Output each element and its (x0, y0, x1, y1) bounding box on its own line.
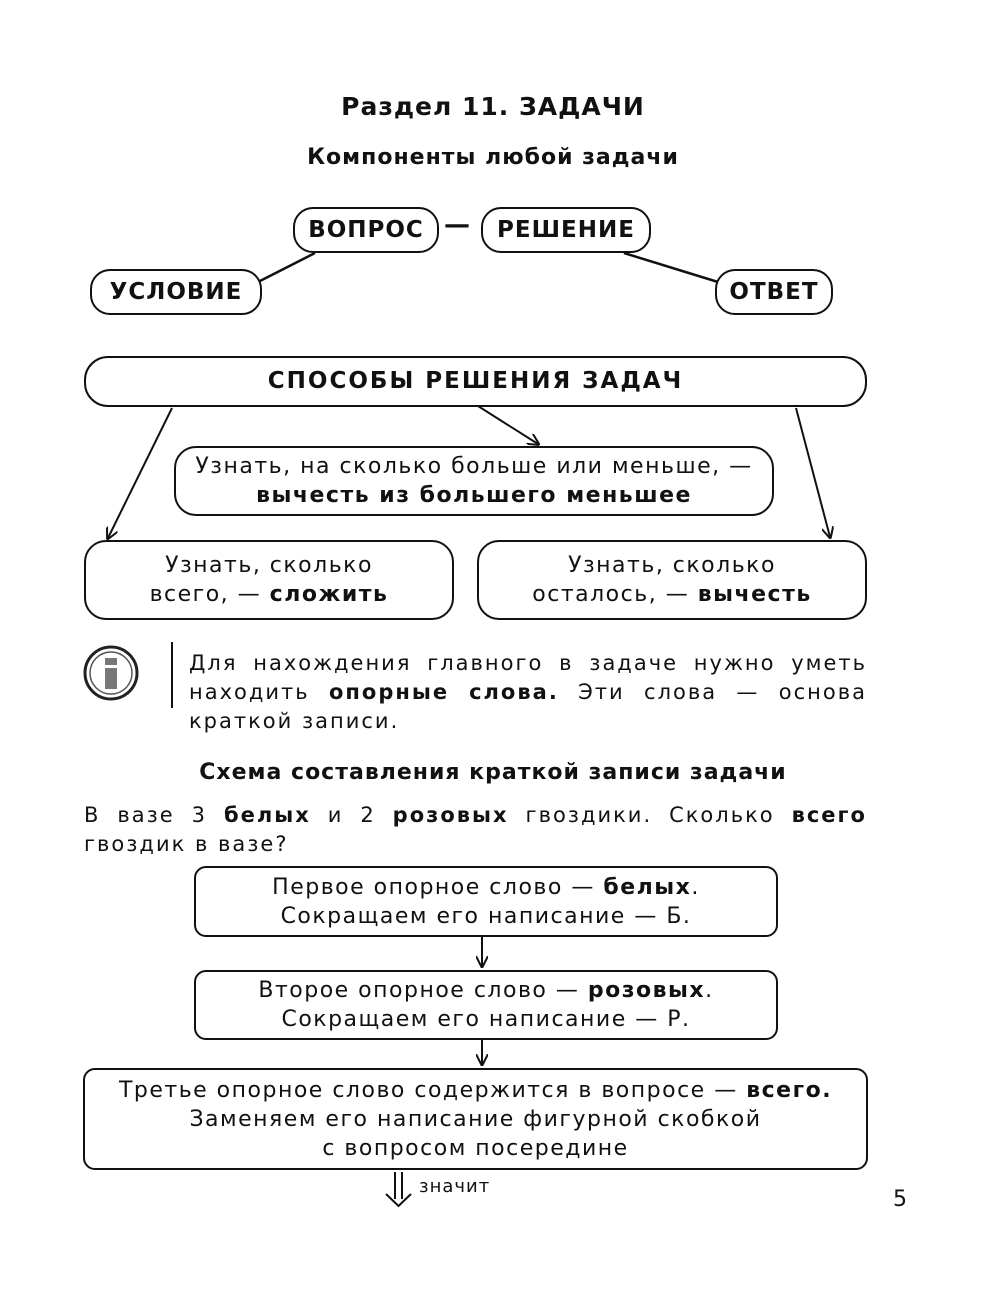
step-2: Второе опорное слово — розовых. Сокращае… (194, 970, 778, 1040)
step-3-bold: всего. (746, 1077, 833, 1103)
step-1: Первое опорное слово — белых. Сокращаем … (194, 866, 778, 937)
method-remaining: Узнать, сколько осталось, — вычесть (477, 540, 867, 620)
step-3: Третье опорное слово содержится в вопрос… (83, 1068, 868, 1170)
component-condition: УСЛОВИЕ (90, 269, 262, 315)
info-text-part1: Для нахождения главного в задаче нужно у… (189, 651, 867, 704)
arrow-to-remaining (795, 407, 830, 537)
arrow-to-total (108, 407, 173, 538)
step-3-line2: Заменяем его написание фигурной скобкой (189, 1106, 762, 1132)
step-2-bold: розовых (587, 978, 706, 1003)
method-total-line2: всего, — (149, 582, 262, 607)
info-text-part2: Эти слова — основа краткой записи. (189, 680, 867, 733)
problem-text-2: и 2 (327, 803, 376, 827)
method-total-line1: Узнать, сколько (165, 553, 373, 578)
step-2-line1: Второе опорное слово — (258, 978, 580, 1003)
method-compare-bold: вычесть из большего меньшее (256, 483, 692, 508)
method-remaining-bold: вычесть (697, 582, 812, 607)
method-compare: Узнать, на сколько больше или меньше, — … (174, 446, 774, 516)
method-remaining-line2: осталось, — (532, 582, 690, 607)
problem-bold-3: всего (791, 803, 867, 827)
double-arrow-icon (385, 1172, 412, 1208)
step-3-line1: Третье опорное слово содержится в вопрос… (118, 1077, 738, 1103)
step-1-bold: белых (603, 874, 692, 900)
step-1-line1: Первое опорное слово — (272, 874, 595, 900)
info-icon (83, 645, 139, 701)
component-solution: РЕШЕНИЕ (481, 207, 651, 253)
arrow-to-compare (477, 405, 538, 444)
section-title: Раздел 11. ЗАДАЧИ (341, 92, 645, 121)
step-1-line2: Сокращаем его написание — Б. (280, 903, 692, 929)
component-dash: — (444, 210, 470, 240)
step-3-line3: с вопросом посередине (322, 1135, 629, 1161)
problem-text-3: гвоздики. Сколько (525, 803, 775, 827)
connector-solution-answer (623, 251, 719, 284)
methods-title: СПОСОБЫ РЕШЕНИЯ ЗАДАЧ (84, 356, 867, 407)
arrow-label: значит (419, 1176, 491, 1197)
problem-bold-1: белых (223, 803, 311, 827)
page-number: 5 (893, 1187, 907, 1212)
step-1-period: . (691, 874, 700, 900)
component-question: ВОПРОС (293, 207, 439, 253)
problem-text: В вазе 3 белых и 2 розовых гвоздики. Ско… (84, 801, 867, 859)
method-total-bold: сложить (269, 582, 389, 607)
method-total: Узнать, сколько всего, — сложить (84, 540, 454, 620)
scheme-title: Схема составления краткой записи задачи (199, 760, 787, 785)
problem-text-1: В вазе 3 (84, 803, 207, 827)
components-title: Компоненты любой задачи (307, 145, 679, 170)
problem-bold-2: розовых (392, 803, 509, 827)
info-text-bold: опорные слова. (329, 680, 559, 704)
method-compare-text: Узнать, на сколько больше или меньше, — (195, 454, 753, 479)
problem-text-4: гвоздик в вазе? (84, 832, 289, 856)
component-answer: ОТВЕТ (715, 269, 833, 315)
info-text: Для нахождения главного в задаче нужно у… (189, 649, 867, 736)
method-remaining-line1: Узнать, сколько (568, 553, 776, 578)
connector-question-condition (257, 251, 316, 284)
step-2-line2: Сокращаем его написание — Р. (281, 1007, 691, 1032)
step-2-period: . (705, 978, 714, 1003)
